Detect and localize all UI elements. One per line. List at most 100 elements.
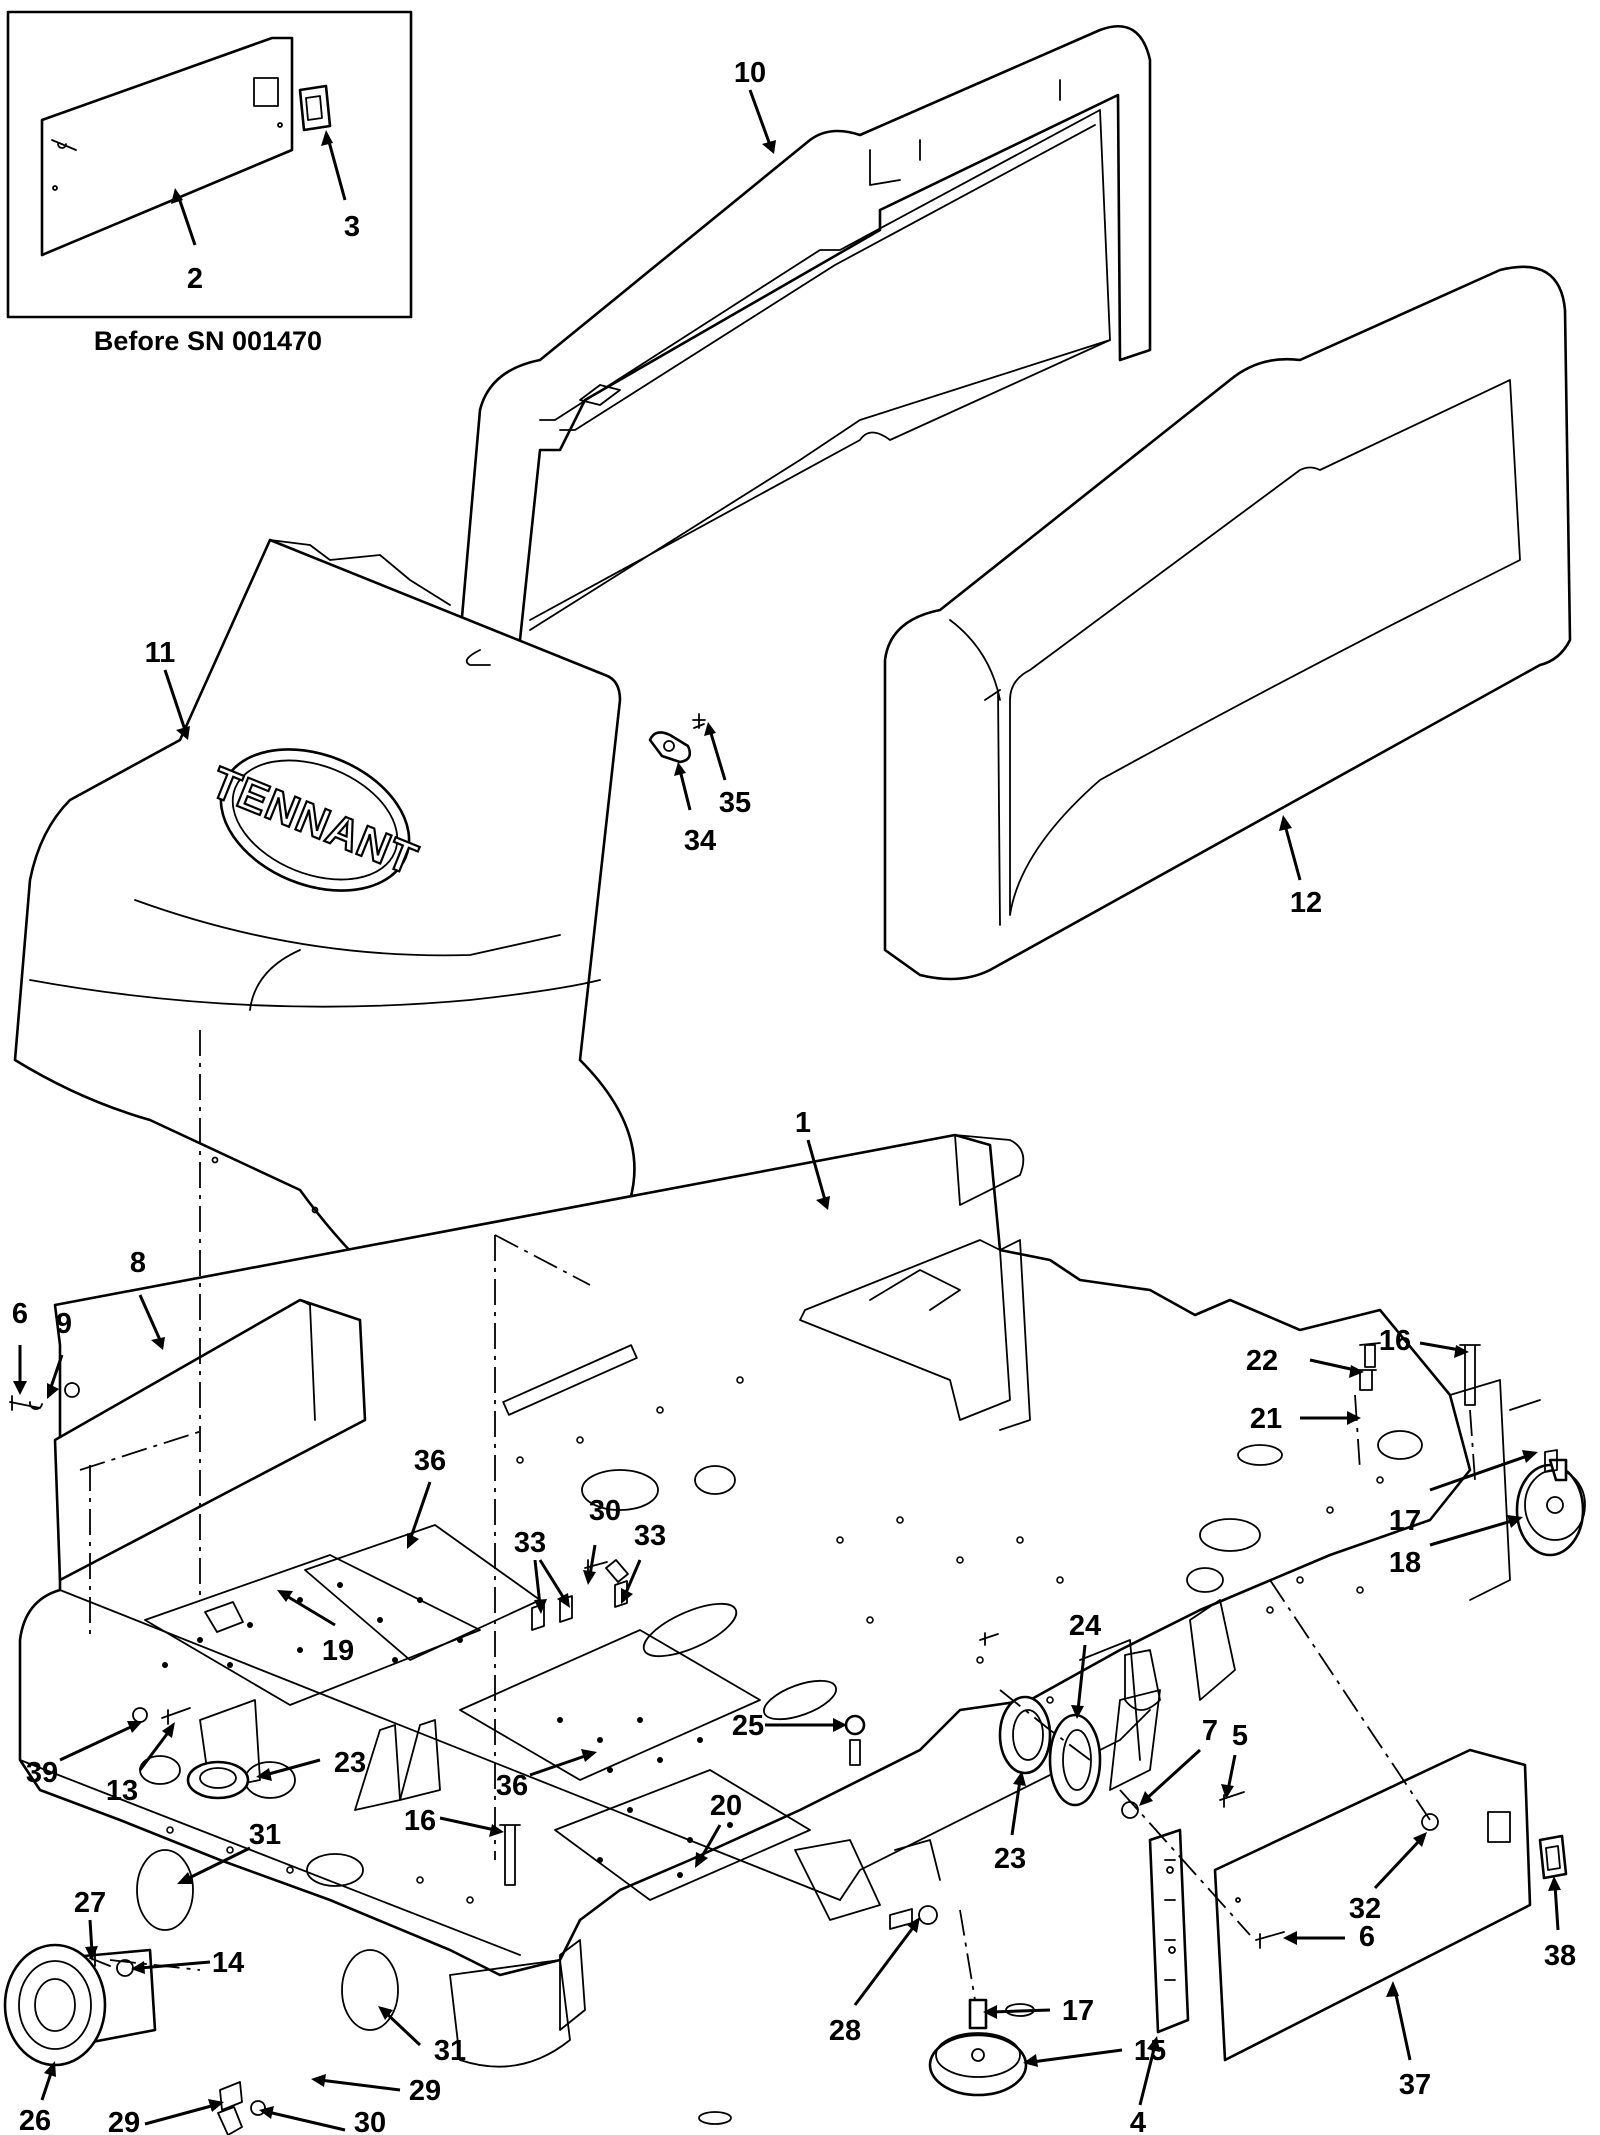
callout-10: 10 [734,57,766,89]
inset-panel-slot [253,77,279,107]
callout-31-lower: 31 [434,2035,466,2067]
plate-8 [53,1298,367,1582]
callout-17-lower: 17 [1062,1995,1094,2027]
inset-frame [6,10,413,319]
callout-21: 21 [1250,1403,1282,1435]
clip-29a [219,2081,243,2111]
callout-14: 14 [212,1947,244,1979]
plate-19 [144,1554,481,1706]
callout-23-left: 23 [334,1747,366,1779]
brackets [354,1719,441,1811]
callout-1: 1 [795,1107,811,1139]
inset-panel [40,36,294,257]
callout-34: 34 [684,825,716,857]
callout-30-lower: 30 [354,2107,386,2135]
callout-36-upper: 36 [414,1445,446,1477]
nut-7 [1121,1801,1139,1819]
callout-18: 18 [1389,1547,1421,1579]
callout-11: 11 [145,637,176,669]
callout-24: 24 [1069,1610,1101,1642]
slot-top [502,1344,638,1416]
leader-arrows [13,89,1561,2132]
hinge-4 [1148,1828,1190,2034]
bolt-5 [1219,1791,1245,1808]
callout-8: 8 [130,1247,146,1279]
callout-30-upper: 30 [589,1495,621,1527]
grommet-23b [998,1695,1052,1775]
panel-outer [883,265,1572,981]
nut-28 [918,1905,938,1925]
washer-9 [64,1382,80,1398]
callout-5: 5 [1232,1720,1248,1752]
grommet-24 [1048,1713,1102,1807]
logo-oval-inner [231,759,399,881]
callout-20: 20 [710,1790,742,1822]
caster-18 [1515,1458,1586,1557]
callout-38: 38 [1544,1940,1576,1972]
inset-caption: Before SN 001470 [94,326,322,356]
callout-9: 9 [56,1308,72,1340]
rear-tower [799,1239,1011,1421]
screw-30b [250,2100,266,2116]
spacer-17 [968,1998,988,2030]
clip-29b [217,2106,243,2135]
cover-plate-8 [53,1298,367,1582]
callout-19: 19 [322,1635,354,1667]
callout-7: 7 [1202,1715,1218,1747]
opening-31b [341,1949,399,2031]
callout-6-right: 6 [1359,1921,1375,1953]
screw-6b [1255,1931,1285,1949]
clip-and-screw [648,713,706,764]
callout-4: 4 [1130,2107,1146,2135]
logo-oval-outer [219,748,411,892]
screw-35 [692,713,706,729]
callout-25: 25 [732,1710,764,1742]
callout-16-upper: 16 [1379,1325,1411,1357]
plate-37 [1213,1748,1532,2062]
pin-16-top [1459,1344,1481,1406]
pin-16 [499,1824,521,1886]
callout-29-right: 29 [409,2075,441,2107]
hinge-plate [1148,1828,1190,2034]
rear-frame-guard [458,24,1152,642]
clamp [648,731,692,764]
panel-inner-recess [1009,379,1521,916]
right-cover-37 [1213,1748,1568,2062]
callout-6-left: 6 [12,1298,28,1330]
callout-16-lower: 16 [404,1805,436,1837]
spacer-17a [1544,1449,1558,1473]
bolt-22 [1359,1342,1381,1368]
callout-labels: 10 11 12 34 35 1 8 6 9 36 30 33 33 22 16… [12,57,1576,2135]
plate-20 [554,1769,811,1901]
callout-15: 15 [1134,2035,1166,2067]
latch-38 [1538,1834,1568,1880]
control-console-shroud: TENNANT [13,538,636,1367]
callout-12: 12 [1290,887,1322,919]
callout-37: 37 [1399,2069,1431,2101]
callout-22: 22 [1246,1345,1278,1377]
callout-31-upper: 31 [249,1819,281,1851]
callout-13: 13 [106,1775,138,1807]
inset-screw [51,139,77,151]
callout-17-upper: 17 [1389,1505,1421,1537]
callout-35: 35 [719,787,751,819]
nut-32 [1421,1813,1439,1831]
callout-3: 3 [344,211,360,243]
inset-latch [298,84,332,132]
guard-outer [458,24,1152,642]
inset-before-sn: 2 3 [6,10,413,319]
side-panel-shroud [883,265,1572,981]
caster-15 [928,1998,1028,2097]
grommet-23a [186,1760,250,1800]
callout-27: 27 [74,1887,106,1919]
callout-33-right: 33 [634,1520,666,1552]
callout-2: 2 [187,263,203,295]
callout-32: 32 [1349,1893,1381,1925]
assembly-lines [79,1030,1476,2001]
grommet-25 [979,1632,999,1646]
callout-29-left: 29 [108,2107,140,2135]
callout-36-lower: 36 [496,1770,528,1802]
callout-26: 26 [19,2105,51,2135]
